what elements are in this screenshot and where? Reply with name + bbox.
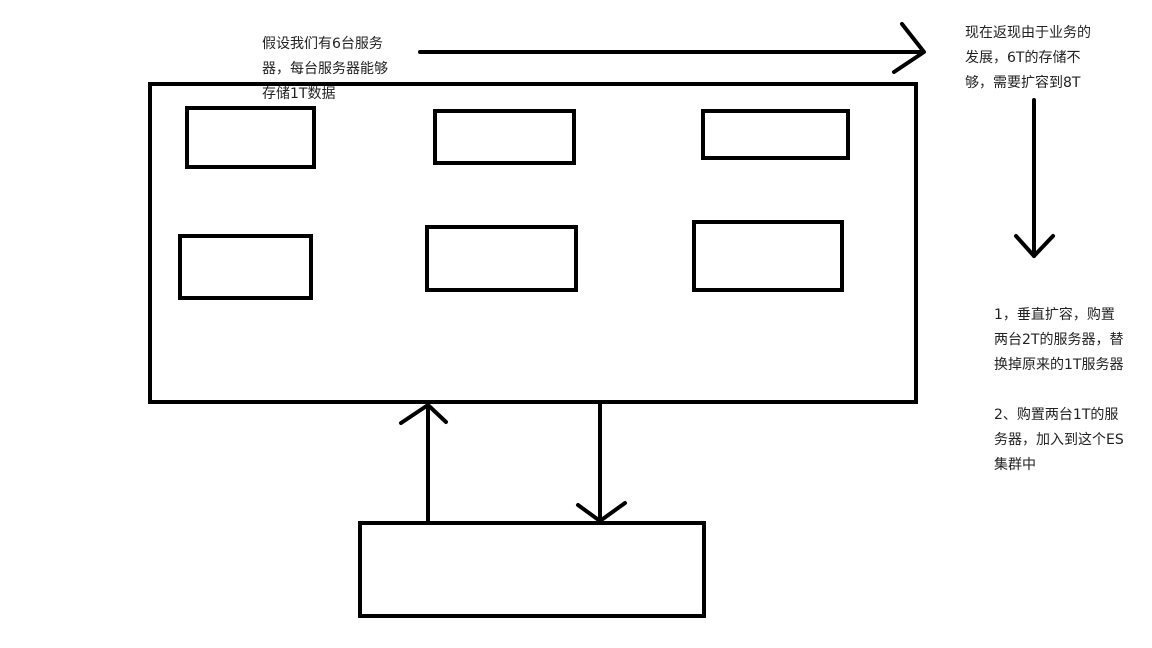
- note-line: 存储1T数据: [262, 86, 336, 102]
- server-box: [701, 109, 850, 160]
- note-line: 换掉原来的1T服务器: [994, 357, 1124, 373]
- server-box: [425, 225, 578, 292]
- note-line: 集群中: [994, 457, 1036, 473]
- problem-note: 现在返现由于业务的 发展，6T的存储不 够，需要扩容到8T: [965, 21, 1091, 96]
- client-box: [358, 521, 706, 618]
- intro-note: 假设我们有6台服务 器，每台服务器能够 存储1T数据: [262, 32, 388, 107]
- note-line: 2、购置两台1T的服: [994, 407, 1119, 423]
- spacer: [994, 378, 1124, 403]
- note-line: 器，每台服务器能够: [262, 61, 388, 77]
- note-line: 现在返现由于业务的: [965, 25, 1091, 41]
- solutions-note: 1，垂直扩容，购置 两台2T的服务器，替 换掉原来的1T服务器 2、购置两台1T…: [994, 303, 1124, 478]
- server-box: [185, 106, 316, 169]
- arrow-up-icon: [399, 403, 448, 523]
- note-line: 务器，加入到这个ES: [994, 432, 1124, 448]
- arrow-down-icon: [576, 402, 627, 523]
- note-line: 发展，6T的存储不: [965, 50, 1081, 66]
- note-line: 两台2T的服务器，替: [994, 332, 1124, 348]
- note-line: 假设我们有6台服务: [262, 36, 383, 52]
- arrow-right-icon: [418, 22, 926, 74]
- server-box: [692, 220, 844, 292]
- cluster-box: [148, 82, 918, 404]
- server-box: [178, 234, 313, 300]
- server-box: [433, 109, 576, 165]
- note-line: 1，垂直扩容，购置: [994, 307, 1115, 323]
- note-line: 够，需要扩容到8T: [965, 75, 1081, 91]
- arrow-down-icon: [1014, 98, 1055, 258]
